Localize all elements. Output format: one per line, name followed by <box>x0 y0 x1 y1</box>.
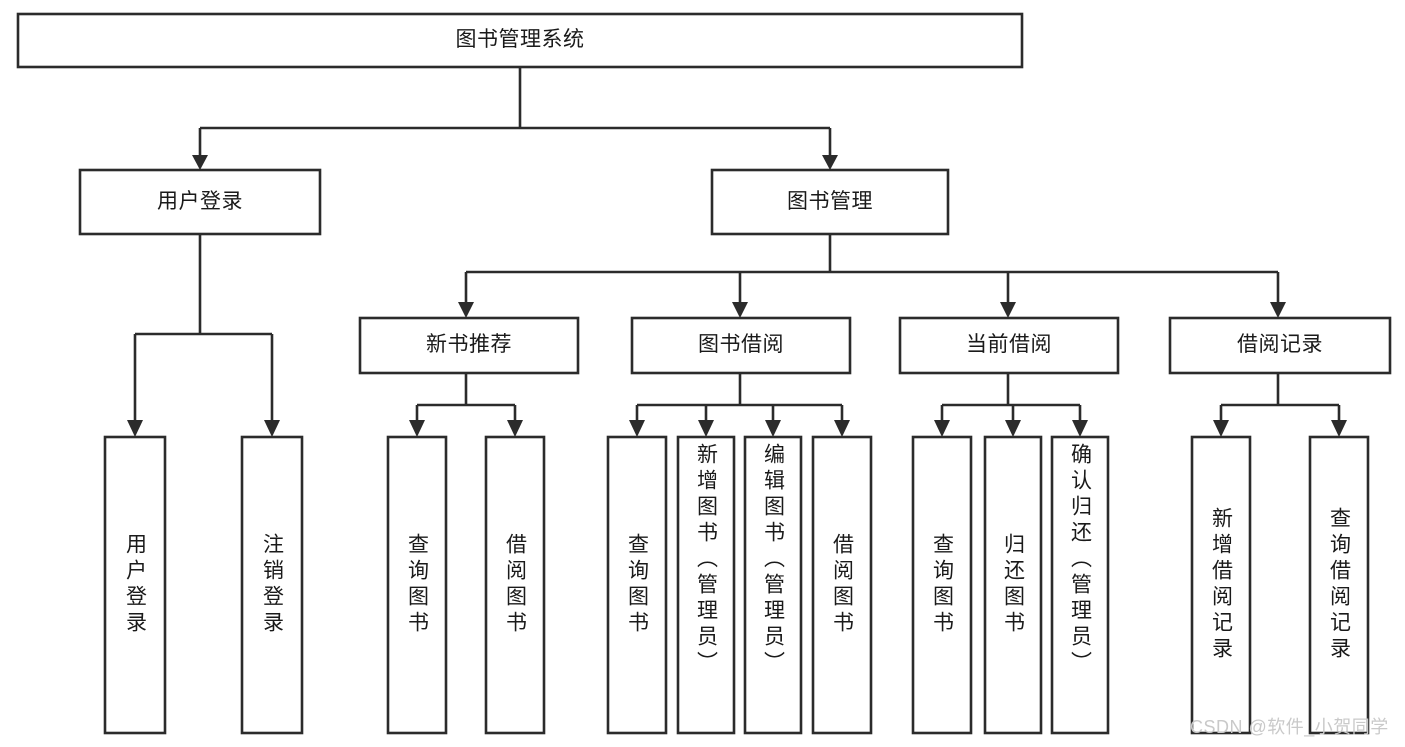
leaf-box-borrow-record-1[interactable] <box>1308 435 1370 735</box>
node-book-borrow-box[interactable] <box>630 316 852 375</box>
node-borrow-record-box[interactable] <box>1168 316 1392 375</box>
node-new-book-recommend-box[interactable] <box>358 316 580 375</box>
connector-root-to-level2 <box>192 67 838 170</box>
connector-new-book-to-leaves <box>409 373 523 437</box>
leaf-box-current-borrow-0[interactable] <box>911 435 973 735</box>
node-current-borrow-box[interactable] <box>898 316 1120 375</box>
leaf-box-book-borrow-2[interactable] <box>743 435 803 735</box>
leaf-box-current-borrow-2[interactable] <box>1050 435 1110 735</box>
leaf-box-book-borrow-3[interactable] <box>811 435 873 735</box>
leaf-box-new-book-1[interactable] <box>484 435 546 735</box>
leaf-box-new-book-0[interactable] <box>386 435 448 735</box>
connector-current-borrow-to-leaves <box>934 373 1088 437</box>
leaf-box-book-borrow-0[interactable] <box>606 435 668 735</box>
node-book-manage-box[interactable] <box>710 168 950 236</box>
leaf-box-user-login-0[interactable] <box>103 435 167 735</box>
connector-borrow-record-to-leaves <box>1213 373 1347 437</box>
connector-book-borrow-to-leaves <box>629 373 850 437</box>
connector-book-manage-to-level3 <box>458 234 1286 318</box>
leaf-box-user-login-1[interactable] <box>240 435 304 735</box>
node-root-box[interactable] <box>16 12 1024 69</box>
node-user-login-box[interactable] <box>78 168 322 236</box>
connector-user-login-to-leaves <box>127 234 280 437</box>
leaf-box-current-borrow-1[interactable] <box>983 435 1043 735</box>
leaf-box-borrow-record-0[interactable] <box>1190 435 1252 735</box>
leaf-box-book-borrow-1[interactable] <box>676 435 736 735</box>
